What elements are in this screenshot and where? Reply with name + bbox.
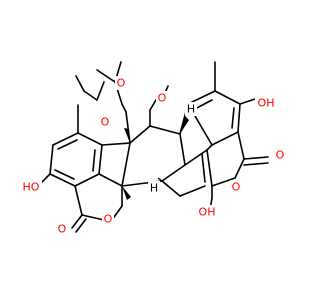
atom-label-h: H [150,182,158,195]
bond [74,185,83,216]
atom-label-oh: OH [258,97,275,110]
bond [187,90,216,105]
bond [96,81,105,101]
bond [201,153,206,183]
bond [184,149,208,166]
bond [179,185,206,197]
bond [214,90,241,105]
bond [74,173,100,187]
bond [92,149,96,172]
atom-label-o: O [232,181,241,194]
bond-layer [39,61,269,233]
bond [77,132,103,146]
wedge-bond [180,116,189,134]
bond [101,142,131,146]
atom-label-o: O [58,223,67,236]
bond [234,158,245,179]
bond [96,69,116,83]
bond [121,103,127,113]
atom-label-oh: OH [199,206,216,219]
bond [149,125,181,135]
bond [49,173,76,187]
bond [231,107,235,129]
bond [57,139,78,150]
atom-labels: O O O OH O O OH HO O O H H [20,76,286,236]
wedge-bond [122,186,131,200]
atom-label-o: O [117,77,126,90]
bond [161,180,181,197]
bond [237,131,245,160]
hash-bond [157,177,163,182]
wedge-bond [124,128,130,143]
atom-label-o: O [101,116,110,129]
bond [237,103,241,133]
bond [121,142,131,187]
bond [129,125,151,144]
bond [98,173,123,187]
bond [75,75,85,92]
bond [81,214,105,221]
bond [52,132,79,146]
bond [149,99,157,111]
bond [206,144,213,151]
atom-label-o: O [158,92,167,105]
bond [211,177,236,187]
bond [243,162,269,166]
bond [98,144,103,175]
bond [243,156,269,160]
bond [75,218,87,233]
bond [206,149,213,187]
molecule-structure: O O O OH O O OH HO O O H H [20,61,286,236]
atom-label-o: O [104,213,113,226]
bond [211,131,239,146]
bond [54,169,75,180]
bond [83,90,98,101]
atom-label-h: H [187,103,195,116]
atom-label-o: O [276,149,285,162]
atom-label-ho: HO [23,181,40,194]
bond [71,214,83,229]
bond [179,133,186,166]
bond [161,164,186,182]
bond [49,144,54,175]
